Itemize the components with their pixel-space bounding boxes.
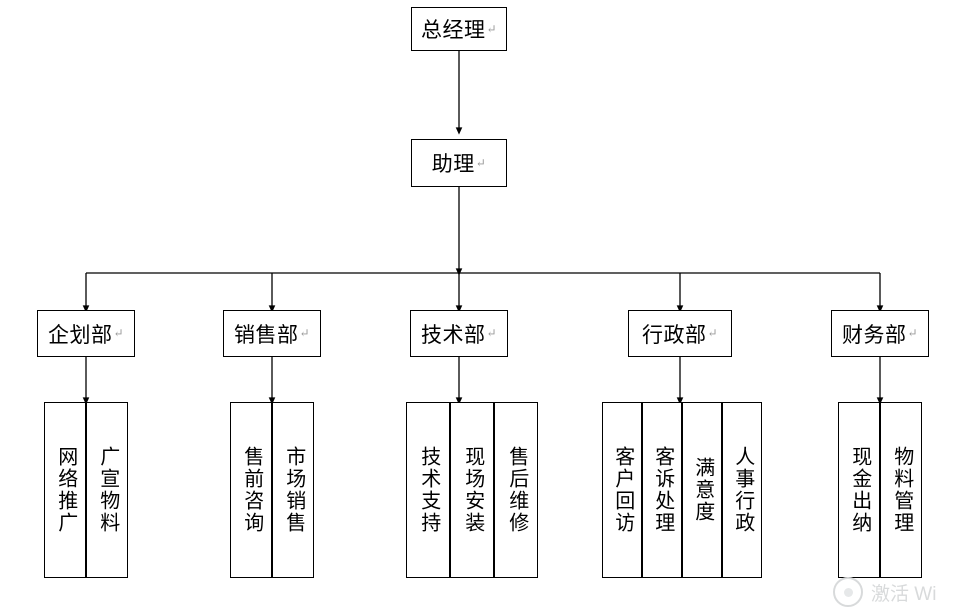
node-dept-sales-label: 销售部 [233, 322, 299, 347]
leaf-cash-teller-label: 现金出纳 [848, 446, 871, 534]
node-dept-planning-label: 企划部 [47, 322, 113, 347]
leaf-complaint-handling[interactable]: 客诉处理 [642, 402, 682, 578]
paragraph-mark: ↵ [299, 326, 311, 340]
leaf-technical-support-label: 技术支持 [417, 446, 440, 534]
paragraph-mark: ↵ [907, 326, 919, 340]
leaf-customer-followup[interactable]: 客户回访 [602, 402, 642, 578]
node-dept-technical[interactable]: 技术部↵ [410, 310, 508, 357]
node-dept-planning[interactable]: 企划部↵ [37, 310, 135, 357]
paragraph-mark: ↵ [113, 326, 125, 340]
leaf-after-sales-maintenance-label: 售后维修 [505, 446, 528, 534]
activate-windows-watermark: 激活 Wi [833, 577, 936, 607]
leaf-presales-consulting-label: 售前咨询 [240, 446, 263, 534]
paragraph-mark: ↵ [475, 155, 487, 170]
leaf-technical-support[interactable]: 技术支持 [406, 402, 450, 578]
leaf-hr-administration[interactable]: 人事行政 [722, 402, 762, 578]
node-general-manager[interactable]: 总经理↵ [411, 7, 507, 51]
node-assistant[interactable]: 助理↵ [411, 139, 507, 187]
leaf-satisfaction[interactable]: 满意度 [682, 402, 722, 578]
leaf-advertising-materials-label: 广宣物料 [96, 446, 119, 534]
watermark-logo-icon [833, 577, 863, 607]
leaf-cash-teller[interactable]: 现金出纳 [838, 402, 880, 578]
leaf-network-promotion-label: 网络推广 [54, 446, 77, 534]
leaf-customer-followup-label: 客户回访 [611, 446, 634, 534]
leaf-advertising-materials[interactable]: 广宣物料 [86, 402, 128, 578]
node-general-manager-label: 总经理 [420, 18, 486, 42]
node-dept-finance[interactable]: 财务部↵ [831, 310, 929, 357]
leaf-network-promotion[interactable]: 网络推广 [44, 402, 86, 578]
node-dept-finance-label: 财务部 [841, 322, 907, 347]
node-assistant-label: 助理 [431, 152, 475, 176]
paragraph-mark: ↵ [486, 326, 498, 340]
leaf-hr-administration-label: 人事行政 [731, 446, 754, 534]
paragraph-mark: ↵ [486, 21, 498, 36]
watermark-text: 激活 Wi [871, 583, 937, 605]
node-dept-administration[interactable]: 行政部↵ [628, 310, 732, 357]
node-dept-technical-label: 技术部 [420, 322, 486, 347]
leaf-onsite-installation-label: 现场安装 [461, 446, 484, 534]
leaf-complaint-handling-label: 客诉处理 [651, 446, 674, 534]
leaf-satisfaction-label: 满意度 [691, 457, 714, 523]
leaf-material-management-label: 物料管理 [890, 446, 913, 534]
leaf-onsite-installation[interactable]: 现场安装 [450, 402, 494, 578]
leaf-market-sales[interactable]: 市场销售 [272, 402, 314, 578]
leaf-after-sales-maintenance[interactable]: 售后维修 [494, 402, 538, 578]
leaf-material-management[interactable]: 物料管理 [880, 402, 922, 578]
paragraph-mark: ↵ [707, 326, 719, 340]
node-dept-administration-label: 行政部 [641, 322, 707, 347]
leaf-presales-consulting[interactable]: 售前咨询 [230, 402, 272, 578]
node-dept-sales[interactable]: 销售部↵ [223, 310, 321, 357]
leaf-market-sales-label: 市场销售 [282, 446, 305, 534]
